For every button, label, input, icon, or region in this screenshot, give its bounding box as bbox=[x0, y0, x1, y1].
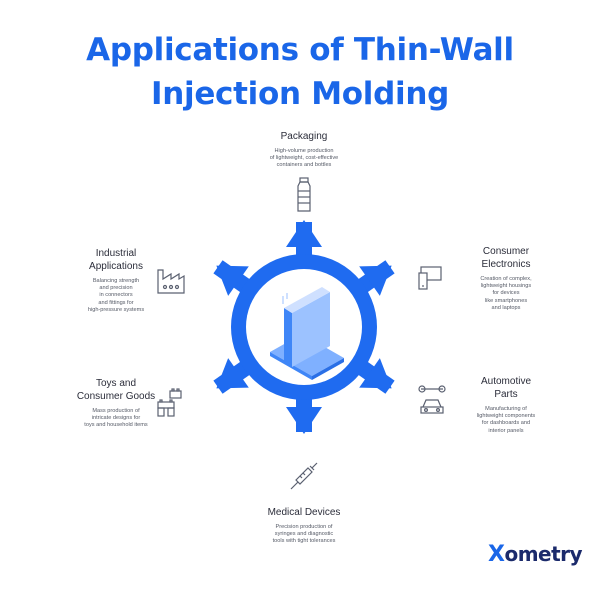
automotive-title: Automotive Parts bbox=[480, 376, 532, 400]
factory-icon bbox=[156, 267, 186, 295]
automotive-description: Manufacturing of lightweight components … bbox=[476, 406, 536, 434]
industrial-description: Balancing strength and precision in conn… bbox=[87, 278, 145, 313]
page-title: Applications of Thin-Wall Injection Mold… bbox=[0, 28, 600, 116]
logo-mark: X bbox=[488, 542, 505, 567]
consumer-electronics-description: Creation of complex, lightweight housing… bbox=[480, 276, 532, 311]
packaging-description: High-volume production of lightweight, c… bbox=[269, 148, 339, 169]
bottle-icon bbox=[294, 177, 314, 213]
title-line-1: Applications of Thin-Wall bbox=[86, 32, 514, 68]
packaging-title: Packaging bbox=[280, 131, 328, 142]
devices-icon bbox=[418, 265, 444, 291]
application-automotive: Automotive Parts Manufacturing of lightw… bbox=[454, 375, 558, 435]
application-consumer-electronics: Consumer Electronics Creation of complex… bbox=[450, 245, 562, 312]
application-packaging: Packaging High-volume production of ligh… bbox=[230, 130, 378, 170]
toys-title: Toys and Consumer Goods bbox=[76, 378, 156, 402]
title-line-2: Injection Molding bbox=[151, 76, 449, 112]
application-industrial: Industrial Applications Balancing streng… bbox=[58, 247, 174, 314]
medical-description: Precision production of syringes and dia… bbox=[272, 524, 336, 545]
toy-blocks-icon bbox=[156, 388, 184, 418]
application-medical: Medical Devices Precision production of … bbox=[222, 506, 386, 546]
car-wrench-icon bbox=[418, 383, 446, 417]
consumer-electronics-title: Consumer Electronics bbox=[481, 246, 531, 270]
xometry-logo: Xometry bbox=[488, 542, 583, 567]
medical-title: Medical Devices bbox=[267, 507, 341, 518]
industrial-title: Industrial Applications bbox=[89, 248, 143, 272]
application-toys: Toys and Consumer Goods Mass production … bbox=[56, 377, 176, 430]
logo-text: ometry bbox=[504, 542, 583, 566]
thin-wall-part-icon bbox=[270, 287, 344, 380]
syringe-icon bbox=[288, 460, 320, 492]
toys-description: Mass production of intricate designs for… bbox=[84, 408, 148, 429]
